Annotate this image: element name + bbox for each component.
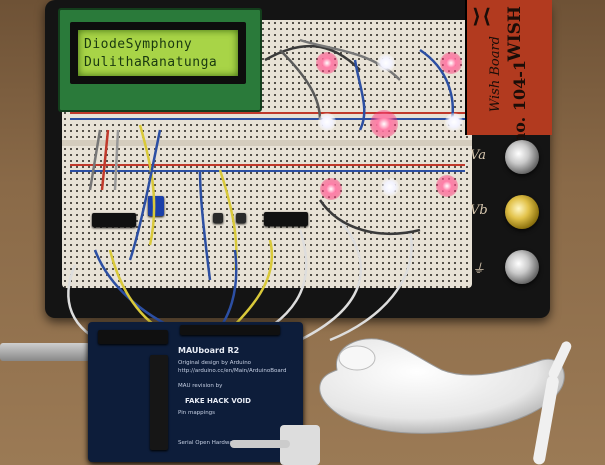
led-red [436,175,458,197]
ic-chip [92,213,136,227]
arduino-desc-4: Pin mappings [178,410,216,416]
microcontroller-chip [150,355,168,450]
arduino-title: MAUboard R2 [178,346,240,355]
wish-logo: ⟩⟨ [472,4,493,28]
adapter-board [230,440,290,448]
power-rail-blue [70,118,465,120]
power-rail-red [70,112,465,114]
usb-cable [0,343,90,361]
binding-post-va [505,140,539,174]
arduino-desc-3: MAU revision by [178,383,223,389]
pin-header [180,325,280,335]
push-button [236,213,246,223]
ic-chip [264,212,308,226]
led-red [316,52,338,74]
power-rail-blue [70,170,465,172]
led-white [445,113,463,131]
arduino-desc-1: Original design by Arduino [178,360,252,366]
binding-post-ground [505,250,539,284]
led-red [370,110,398,138]
ground-symbol: ⏚ [472,262,486,277]
lcd-line-2: DulithaRanatunga [84,55,218,70]
led-red [440,52,462,74]
pin-header [98,330,168,344]
arduino-hack-label: FAKE HACK VOID [185,397,251,405]
arduino-desc-2: http://arduino.cc/en/Main/ArduinoBoard [178,368,287,374]
potentiometer [148,196,164,216]
lcd-line-1: DiodeSymphony [84,37,193,52]
va-label: Va [470,148,486,163]
wish-board-panel [465,0,552,135]
power-rail-red [70,164,465,166]
wii-nunchuk [319,338,565,434]
led-white [318,113,336,131]
led-white [377,54,395,72]
vb-label: Vb [470,203,488,218]
arduino-board [88,322,303,462]
lcd-screen [78,30,238,76]
binding-post-vb [505,195,539,229]
led-white [381,178,399,196]
arduino-desc-5: Serial Open Hardware License [178,440,261,446]
push-button [213,213,223,223]
led-red [320,178,342,200]
breadboard-channel [62,140,472,146]
